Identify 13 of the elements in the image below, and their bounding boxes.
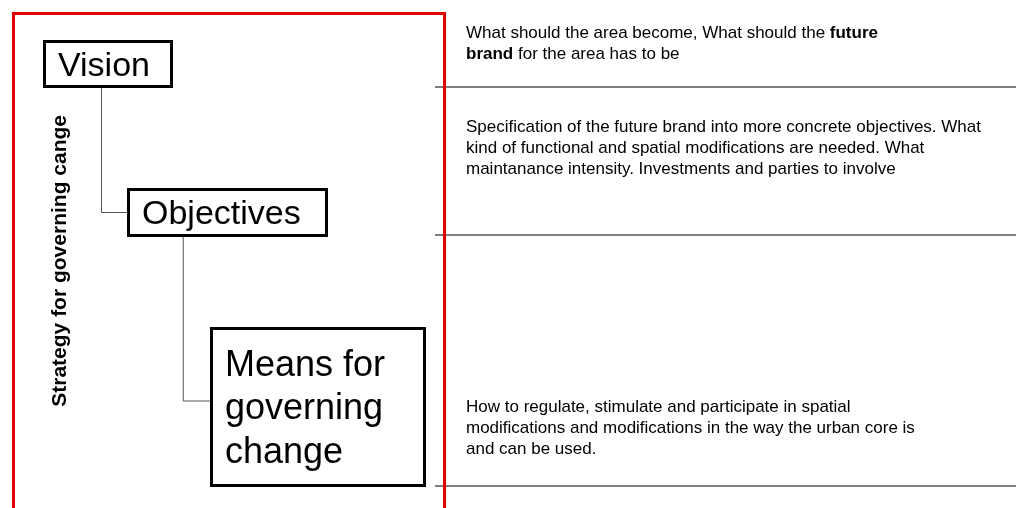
box-label: Objectives: [142, 192, 301, 233]
frame-title: Strategy for governing cange: [47, 115, 71, 407]
connector-line: [101, 87, 128, 213]
box-label: Vision: [58, 43, 150, 85]
means-box: [210, 327, 426, 487]
strategy-frame: [12, 12, 446, 508]
vision-box: [43, 40, 173, 88]
description-text: What should the area become, What should the future brand for the area has to be: [466, 22, 879, 64]
description-text: How to regulate, stimulate and participate in spatial modifications and modifications in the way the urban core is and can be used.: [466, 396, 916, 459]
objectives-box: [127, 188, 328, 237]
box-label: Means for governing change: [225, 342, 387, 472]
description-text: Specification of the future brand into more concrete objectives. What kind of functional and spatial modifications are needed. What maintanance intensity. Investments and parties to involve: [466, 116, 982, 179]
connector-line: [182, 236, 211, 402]
